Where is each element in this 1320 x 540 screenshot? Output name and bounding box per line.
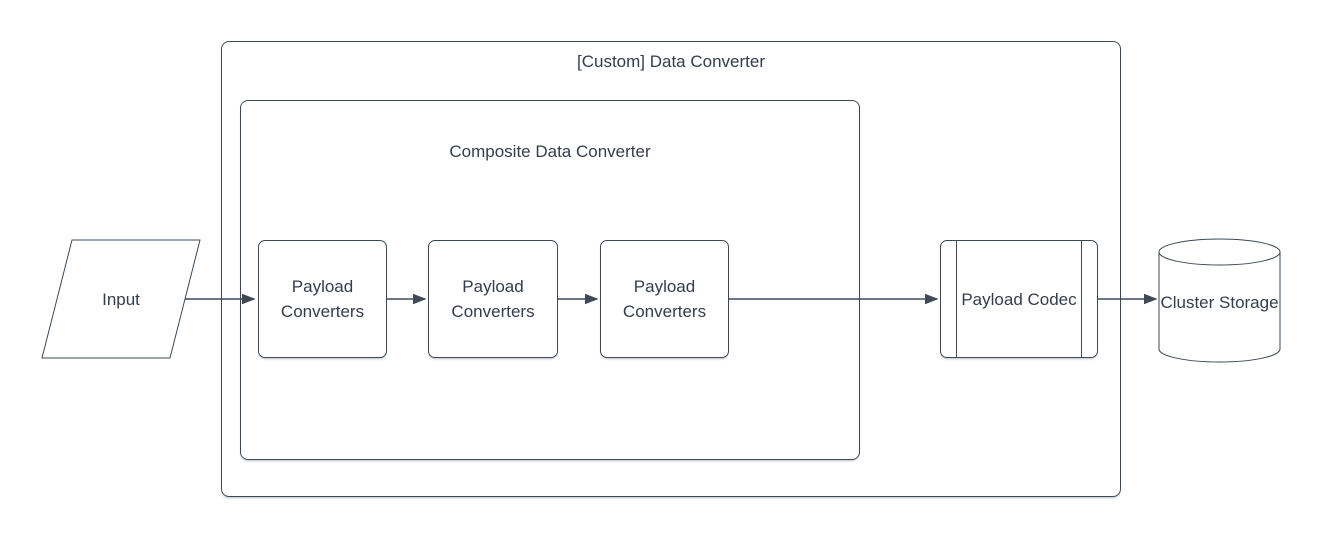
cluster-storage-cylinder-top	[1158, 238, 1281, 266]
node-payload-codec-label: Payload Codec	[961, 289, 1077, 309]
container-custom-data-converter	[221, 41, 1121, 497]
node-payload-converters-2: Payload Converters	[428, 240, 558, 358]
predefined-process-left-bar	[956, 241, 957, 357]
predefined-process-right-bar	[1081, 241, 1082, 357]
node-payload-converters-3: Payload Converters	[600, 240, 729, 358]
node-payload-converters-1: Payload Converters	[258, 240, 387, 358]
container-composite-data-converter-title: Composite Data Converter	[449, 142, 651, 161]
cluster-storage-cylinder-body	[1158, 252, 1281, 363]
container-composite-data-converter	[240, 100, 860, 460]
container-custom-data-converter-title: [Custom] Data Converter	[576, 52, 765, 71]
node-payload-codec: Payload Codec	[940, 240, 1098, 358]
input-parallelogram-shape	[41, 239, 201, 359]
